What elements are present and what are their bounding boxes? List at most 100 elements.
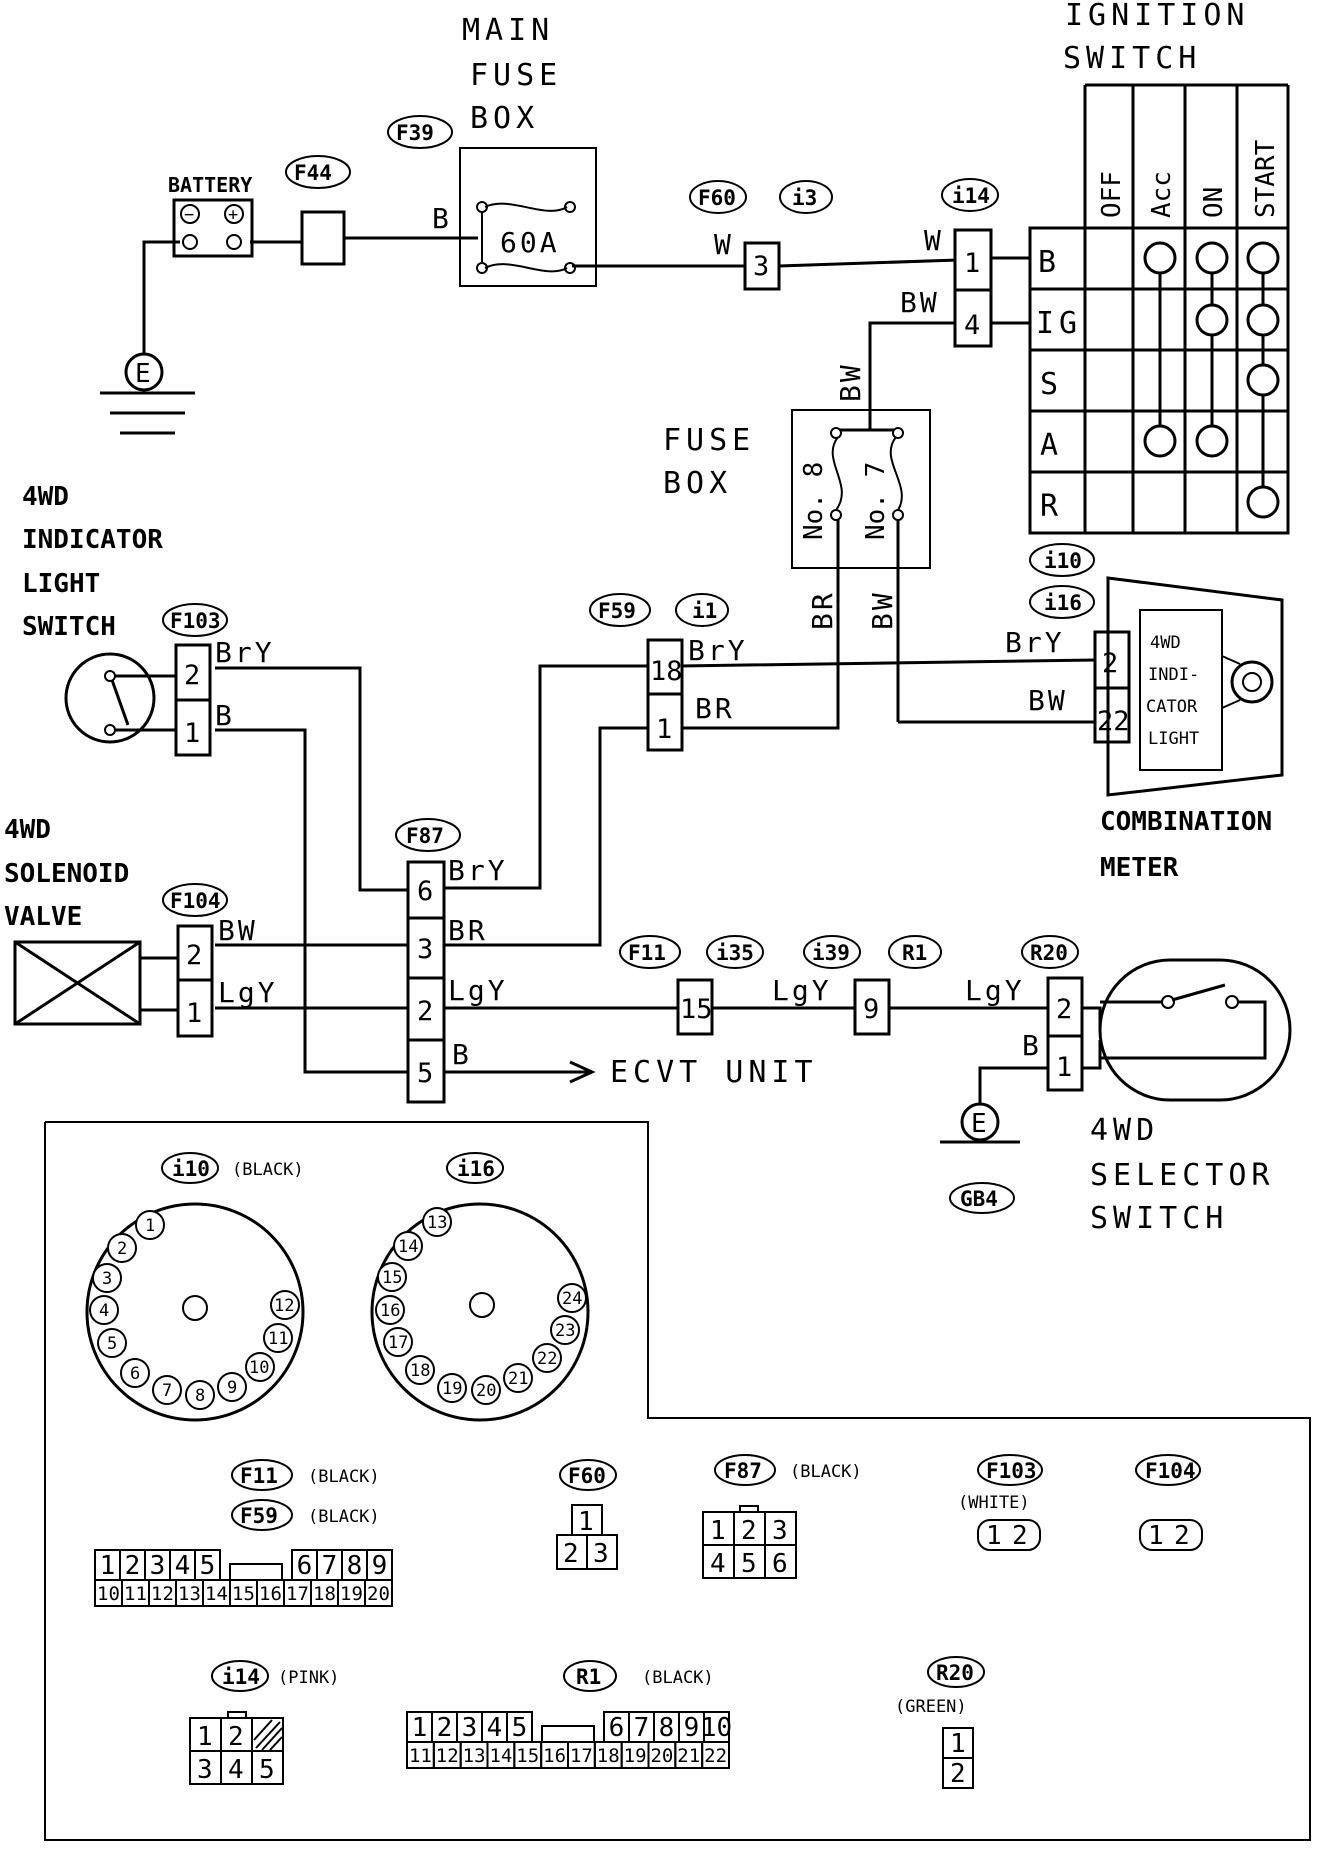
- svg-text:E: E: [971, 1109, 987, 1139]
- svg-text:1: 1: [1056, 1052, 1072, 1083]
- svg-text:COMBINATION: COMBINATION: [1100, 807, 1272, 837]
- svg-text:6: 6: [417, 876, 433, 907]
- svg-text:BrY: BrY: [688, 634, 748, 667]
- svg-text:BOX: BOX: [470, 101, 539, 136]
- r1-pin: 11: [409, 1745, 432, 1767]
- svg-text:8: 8: [195, 1386, 205, 1406]
- svg-text:7: 7: [162, 1381, 172, 1401]
- svg-text:F87: F87: [406, 824, 444, 848]
- svg-text:B: B: [215, 699, 235, 732]
- r1-pin: 5: [512, 1713, 528, 1743]
- svg-text:(BLACK): (BLACK): [642, 1668, 714, 1688]
- svg-text:BW: BW: [866, 590, 899, 630]
- svg-text:INDICATOR: INDICATOR: [22, 525, 163, 555]
- r1-pin: 20: [650, 1745, 673, 1767]
- svg-text:4: 4: [710, 1549, 726, 1579]
- ignition-terminals: B IG S A R: [1036, 245, 1077, 524]
- legend-f87: F87 (BLACK) 1 2 3 4 5 6: [702, 1454, 862, 1579]
- svg-text:9: 9: [863, 994, 879, 1025]
- svg-text:OFF: OFF: [1097, 171, 1127, 218]
- svg-text:5: 5: [107, 1334, 117, 1354]
- svg-text:No. 7: No. 7: [861, 462, 891, 540]
- svg-text:BW: BW: [900, 286, 940, 319]
- svg-text:B: B: [1022, 1029, 1042, 1062]
- connector-f39: F39: [387, 115, 453, 149]
- connector-i39-r1: LgY i39 R1 9: [772, 935, 942, 1036]
- r1-pin: 2: [437, 1713, 453, 1743]
- svg-text:12: 12: [274, 1296, 294, 1316]
- svg-text:23: 23: [555, 1321, 575, 1341]
- svg-text:60A: 60A: [500, 226, 560, 259]
- legend-r20: R20 (GREEN) 1 2: [895, 1656, 985, 1789]
- svg-text:1: 1: [186, 998, 202, 1029]
- svg-text:24: 24: [562, 1289, 582, 1309]
- svg-text:F59: F59: [598, 599, 636, 623]
- f11-pin: 20: [367, 1583, 390, 1605]
- svg-text:R1: R1: [576, 1665, 601, 1689]
- svg-text:4WD: 4WD: [1090, 1113, 1159, 1148]
- svg-text:18: 18: [410, 1361, 430, 1381]
- svg-text:i16: i16: [457, 1157, 495, 1181]
- svg-text:SELECTOR: SELECTOR: [1090, 1158, 1275, 1193]
- svg-text:LIGHT: LIGHT: [22, 569, 100, 599]
- svg-text:W: W: [924, 224, 944, 257]
- svg-text:BW: BW: [834, 362, 867, 402]
- svg-text:LgY: LgY: [965, 974, 1025, 1007]
- f11-pin: 10: [97, 1583, 120, 1605]
- r1-pin: 16: [543, 1745, 566, 1767]
- svg-text:GB4: GB4: [960, 1187, 998, 1211]
- svg-text:2: 2: [117, 1239, 127, 1259]
- f11-pin: 4: [175, 1551, 191, 1581]
- solenoid-label: 4WD SOLENOID VALVE: [4, 815, 129, 932]
- svg-text:2: 2: [1012, 1521, 1028, 1551]
- svg-text:21: 21: [508, 1369, 528, 1389]
- svg-text:(BLACK): (BLACK): [308, 1507, 380, 1527]
- main-fuse: B 60A: [432, 147, 597, 287]
- svg-text:14: 14: [398, 1237, 418, 1257]
- f11-pin: 16: [259, 1583, 282, 1605]
- svg-text:S: S: [1040, 367, 1063, 402]
- connector-f11-i35: F11 i35 15: [619, 935, 764, 1036]
- svg-text:BR: BR: [448, 914, 488, 947]
- solenoid-valve: [13, 940, 142, 1026]
- svg-text:1: 1: [950, 1729, 966, 1759]
- svg-text:BrY: BrY: [215, 636, 275, 669]
- svg-text:LgY: LgY: [448, 974, 508, 1007]
- r1-pin: 1: [412, 1713, 428, 1743]
- svg-text:B: B: [1038, 245, 1061, 280]
- svg-text:2: 2: [417, 996, 433, 1027]
- svg-text:Acc: Acc: [1147, 171, 1177, 218]
- f11-pin: 2: [125, 1551, 141, 1581]
- svg-text:16: 16: [380, 1301, 400, 1321]
- svg-text:2: 2: [228, 1722, 244, 1752]
- svg-text:1: 1: [145, 1216, 155, 1236]
- r1-pin: 8: [659, 1713, 675, 1743]
- svg-text:BR: BR: [806, 590, 839, 630]
- f11-pin: 14: [205, 1583, 228, 1605]
- connector-f103: F103 BrY B 2 1: [162, 603, 275, 757]
- svg-text:22: 22: [1097, 706, 1130, 737]
- r1-pin: 4: [487, 1713, 503, 1743]
- svg-text:F103: F103: [170, 609, 221, 633]
- svg-text:i14: i14: [952, 184, 990, 208]
- svg-text:−: −: [184, 205, 194, 225]
- svg-text:15: 15: [382, 1268, 402, 1288]
- svg-text:LgY: LgY: [772, 974, 832, 1007]
- svg-text:(WHITE): (WHITE): [958, 1493, 1030, 1513]
- indicator-switch-label: 4WD INDICATOR LIGHT SWITCH: [22, 482, 163, 642]
- svg-text:B: B: [452, 1038, 472, 1071]
- svg-text:5: 5: [259, 1755, 275, 1785]
- svg-text:CATOR: CATOR: [1146, 697, 1198, 717]
- svg-text:2: 2: [563, 1539, 579, 1569]
- svg-text:3: 3: [197, 1755, 213, 1785]
- f11-pin: 9: [372, 1551, 388, 1581]
- svg-text:W: W: [714, 228, 734, 261]
- svg-text:SWITCH: SWITCH: [22, 612, 116, 642]
- r1-pin: 22: [704, 1745, 727, 1767]
- legend-i16: i16 13 14 15 16 17 18 19 20 21 22 23 24: [370, 1152, 590, 1422]
- svg-text:F104: F104: [1145, 1459, 1196, 1483]
- svg-text:4WD: 4WD: [1150, 633, 1181, 653]
- svg-text:18: 18: [650, 656, 683, 687]
